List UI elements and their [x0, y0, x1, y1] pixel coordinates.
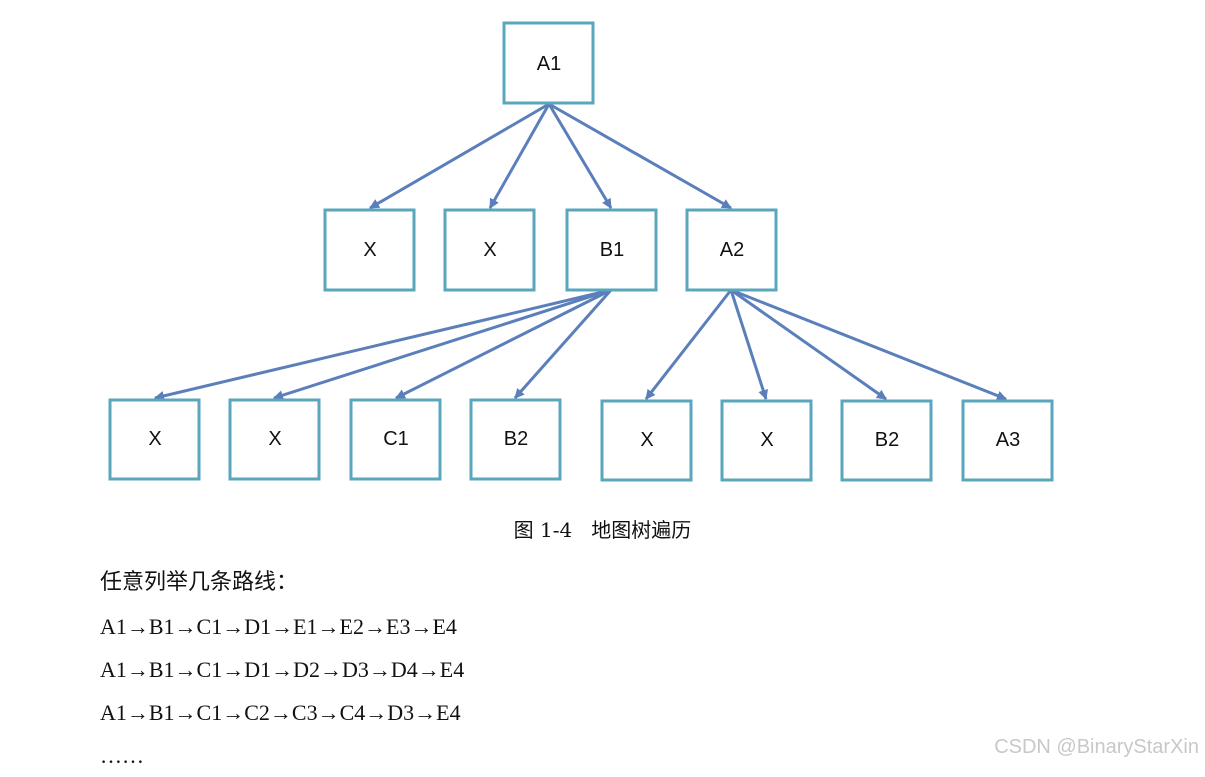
route-line: A1→B1→C1→D1→D2→D3→D4→E4	[100, 657, 465, 682]
node-label: B2	[875, 429, 899, 451]
node-level2: B2	[469, 398, 562, 481]
edge-b1-c1	[395, 288, 612, 400]
node-level1: X	[443, 208, 536, 292]
node-level1: X	[323, 208, 416, 292]
node-root: A1	[502, 21, 595, 105]
node-label: X	[640, 429, 653, 451]
node-label: X	[483, 239, 496, 261]
route-line: A1→B1→C1→D1→E1→E2→E3→E4	[100, 614, 457, 639]
node-label: A1	[537, 53, 561, 75]
node-level2: X	[720, 399, 813, 482]
node-label: X	[363, 239, 376, 261]
route-text-block: 任意列举几条路线： A1→B1→C1→D1→E1→E2→E3→E4 A1→B1→…	[100, 565, 464, 777]
node-label: B2	[504, 428, 528, 450]
node-label: X	[148, 428, 161, 450]
tree-diagram: A1 X X B1 A2 X X C1 B2 X X	[108, 21, 1054, 482]
route-line: A1→B1→C1→C2→C3→C4→D3→E4	[100, 700, 461, 725]
edge-a1-x2	[488, 103, 551, 209]
node-label: X	[268, 428, 281, 450]
edge-a2-b2	[730, 288, 887, 401]
node-level1: B1	[565, 208, 658, 292]
edge-b1-b2	[513, 289, 613, 399]
node-level2: X	[108, 398, 201, 481]
ellipsis-text: ……	[100, 743, 144, 768]
node-level2: A3	[961, 399, 1054, 482]
node-level1: A2	[685, 208, 778, 292]
intro-text: 任意列举几条路线：	[100, 570, 299, 595]
edge-a2-x1	[644, 289, 733, 400]
node-label: C1	[383, 428, 409, 450]
node-level2: B2	[840, 399, 933, 482]
node-label: A3	[996, 429, 1020, 451]
node-level2: X	[228, 398, 321, 481]
node-level2: X	[600, 399, 693, 482]
edge-a1-b1	[547, 103, 613, 209]
edge-a2-a3	[730, 288, 1007, 401]
edge-b1-x2	[273, 288, 612, 401]
edge-a2-x2	[729, 289, 769, 400]
node-label: B1	[600, 239, 624, 261]
node-label: A2	[720, 239, 744, 261]
watermark: CSDN @BinaryStarXin	[994, 736, 1199, 758]
node-label: X	[760, 429, 773, 451]
node-level2: C1	[349, 398, 442, 481]
figure-caption: 图 1-4 地图树遍历	[513, 518, 692, 542]
edge-b1-x1	[154, 288, 612, 401]
edge-a1-a2	[548, 102, 732, 210]
edge-a1-x1	[369, 102, 550, 210]
